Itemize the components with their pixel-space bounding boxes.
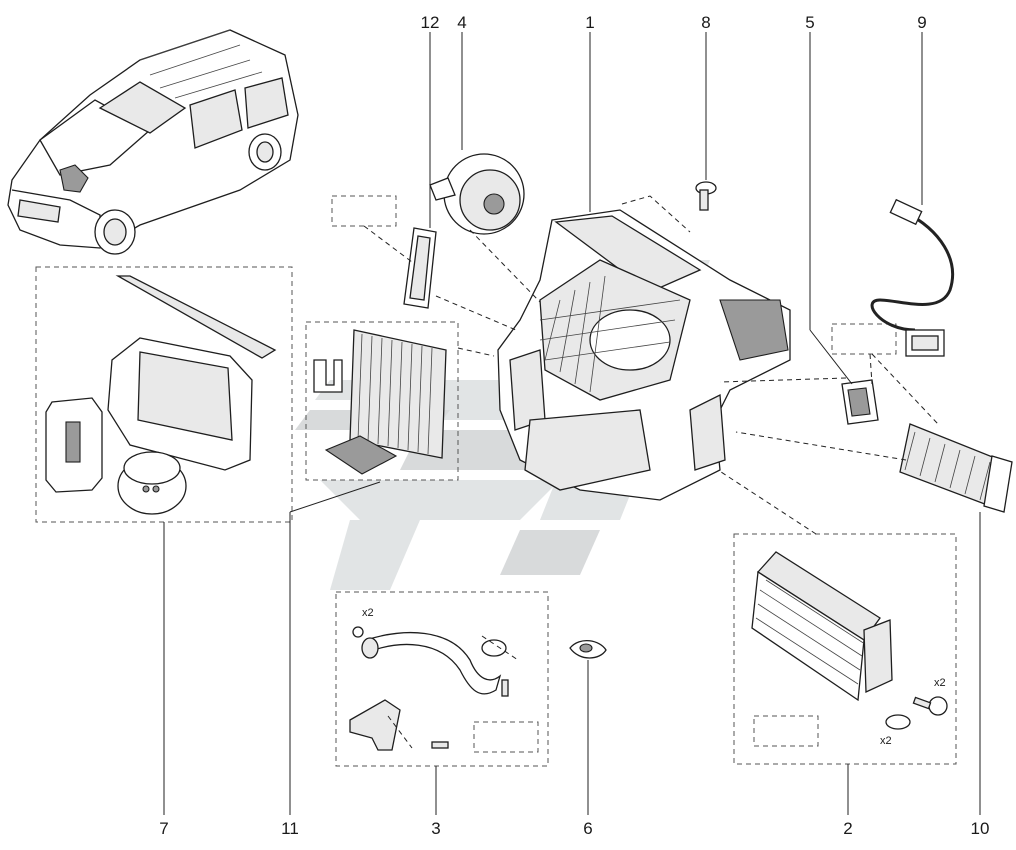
vehicle-illustration bbox=[7, 29, 299, 255]
callout-7: 7 bbox=[159, 819, 168, 838]
filter-kit-parts bbox=[313, 329, 447, 475]
callout-3: 3 bbox=[431, 819, 440, 838]
kit-box-3 bbox=[335, 591, 549, 767]
kit-box-11 bbox=[305, 321, 459, 481]
kit-box-2 bbox=[733, 533, 957, 765]
hvac-housing-1 bbox=[497, 209, 791, 501]
callout-5: 5 bbox=[805, 13, 814, 32]
wiring-harness-9 bbox=[870, 198, 955, 357]
callout-2: 2 bbox=[843, 819, 852, 838]
resistor-5 bbox=[831, 323, 897, 425]
callout-11: 11 bbox=[281, 819, 299, 838]
pipe-kit-parts: x2 bbox=[349, 607, 509, 751]
leader-lines bbox=[163, 32, 981, 815]
reference-box-5 bbox=[831, 323, 897, 355]
callout-8: 8 bbox=[701, 13, 710, 32]
screw-8 bbox=[695, 181, 717, 211]
reference-box-2 bbox=[753, 715, 819, 747]
qty-x2-screw-2: x2 bbox=[934, 677, 946, 689]
callout-10: 10 bbox=[971, 819, 990, 838]
heater-core-10 bbox=[899, 423, 1013, 513]
seal-kit-parts bbox=[45, 275, 277, 515]
grommet-6 bbox=[569, 640, 607, 659]
reference-box-12 bbox=[331, 195, 397, 227]
callout-labels: 12 4 1 8 5 9 7 11 3 6 2 10 bbox=[159, 13, 989, 838]
qty-x2-oring-2: x2 bbox=[880, 735, 892, 747]
callout-9: 9 bbox=[917, 13, 926, 32]
blower-motor-4 bbox=[429, 153, 525, 235]
callout-12: 12 bbox=[421, 13, 440, 32]
filter-cartridge-12 bbox=[403, 227, 437, 309]
heater-kit-parts: x2 x2 bbox=[751, 551, 948, 747]
callout-6: 6 bbox=[583, 819, 592, 838]
callout-4: 4 bbox=[457, 13, 466, 32]
qty-x2-oring-3: x2 bbox=[362, 607, 374, 619]
callout-1: 1 bbox=[585, 13, 594, 32]
reference-box-3 bbox=[473, 721, 539, 753]
